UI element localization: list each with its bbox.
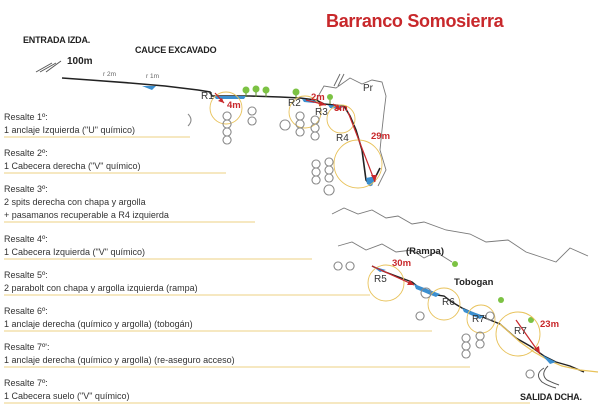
resalte-3-desc: 2 spits derecha con chapa y argolla bbox=[4, 197, 146, 207]
rappel-r2: R2 bbox=[288, 98, 301, 109]
lower-anchor-icons bbox=[333, 261, 535, 379]
measure-3m: 3m bbox=[334, 103, 348, 114]
resalte-7p-title: Resalte 7º': bbox=[4, 342, 50, 352]
upper-rock-outline bbox=[315, 77, 387, 187]
distance-label: 100m bbox=[67, 56, 93, 67]
measure-30m: 30m bbox=[392, 258, 412, 269]
cauce-label: CAUCE EXCAVADO bbox=[135, 45, 217, 55]
upper-rappel-circles bbox=[209, 91, 383, 189]
trees bbox=[242, 85, 534, 323]
break-marks bbox=[333, 73, 345, 87]
exit-label: SALIDA DCHA. bbox=[520, 392, 582, 402]
rappel-r5: R5 bbox=[374, 274, 387, 285]
resalte-1-title: Resalte 1º: bbox=[4, 112, 48, 122]
resalte-5-title: Resalte 5º: bbox=[4, 270, 48, 280]
entrance-mark bbox=[35, 60, 62, 73]
resalte-7p-desc: 1 anclaje derecha (químico y argolla) (r… bbox=[4, 355, 235, 365]
rappel-r1: R1 bbox=[201, 91, 214, 102]
exit-mark bbox=[538, 365, 560, 389]
resalte-6-title: Resalte 6º: bbox=[4, 306, 48, 316]
resalte-7-desc: 1 Cabecera suelo ("V" químico) bbox=[4, 391, 130, 401]
small-label-r2m: r 2m bbox=[103, 71, 116, 78]
resalte-1-desc: 1 anclaje Izquierda ("U" químico) bbox=[4, 125, 135, 135]
resalte-4-title: Resalte 4º: bbox=[4, 234, 48, 244]
pr-label: Pr bbox=[363, 83, 373, 94]
lower-rappel-circles bbox=[367, 264, 541, 357]
resalte-2-title: Resalte 2º: bbox=[4, 148, 48, 158]
lower-rock-outline bbox=[331, 207, 589, 263]
rappel-r3: R3 bbox=[315, 107, 328, 118]
small-label-r1m: r 1m bbox=[146, 73, 159, 80]
tobogan-label: Tobogan bbox=[454, 277, 494, 288]
resalte-5-desc: 2 parabolt con chapa y argolla izquierda… bbox=[4, 283, 198, 293]
upper-canyon-profile bbox=[61, 77, 381, 187]
measure-29m: 29m bbox=[371, 131, 391, 142]
rappel-r6: R6 bbox=[442, 297, 455, 308]
rampa-label: (Rampa) bbox=[406, 246, 445, 257]
resalte-2-desc: 1 Cabecera derecha ("V" químico) bbox=[4, 161, 141, 171]
rappel-r4: R4 bbox=[336, 133, 349, 144]
entrance-label: ENTRADA IZDA. bbox=[23, 35, 91, 45]
upper-arrowheads bbox=[218, 98, 377, 182]
rappel-r7: R7 bbox=[514, 326, 527, 337]
page-title: Barranco Somosierra bbox=[326, 11, 504, 31]
rappel-r7-prime: R7' bbox=[472, 314, 487, 325]
resalte-6-desc: 1 anclaje derecha (químico y argolla) (t… bbox=[4, 319, 193, 329]
lower-arrowheads bbox=[407, 280, 540, 354]
upper-anchor-icons bbox=[187, 106, 335, 196]
measure-4m: 4m bbox=[227, 100, 241, 111]
resalte-3-title: Resalte 3º: bbox=[4, 184, 48, 194]
lower-rock-outline-2 bbox=[337, 241, 453, 263]
measure-23m: 23m bbox=[540, 319, 560, 330]
resalte-3-desc2: + pasamanos recuperable a R4 izquierda bbox=[4, 210, 169, 220]
measure-2m: 2m bbox=[311, 92, 325, 103]
resalte-4-desc: 1 Cabecera Izquierda ("V" químico) bbox=[4, 247, 145, 257]
resalte-7-title: Resalte 7º: bbox=[4, 378, 48, 388]
